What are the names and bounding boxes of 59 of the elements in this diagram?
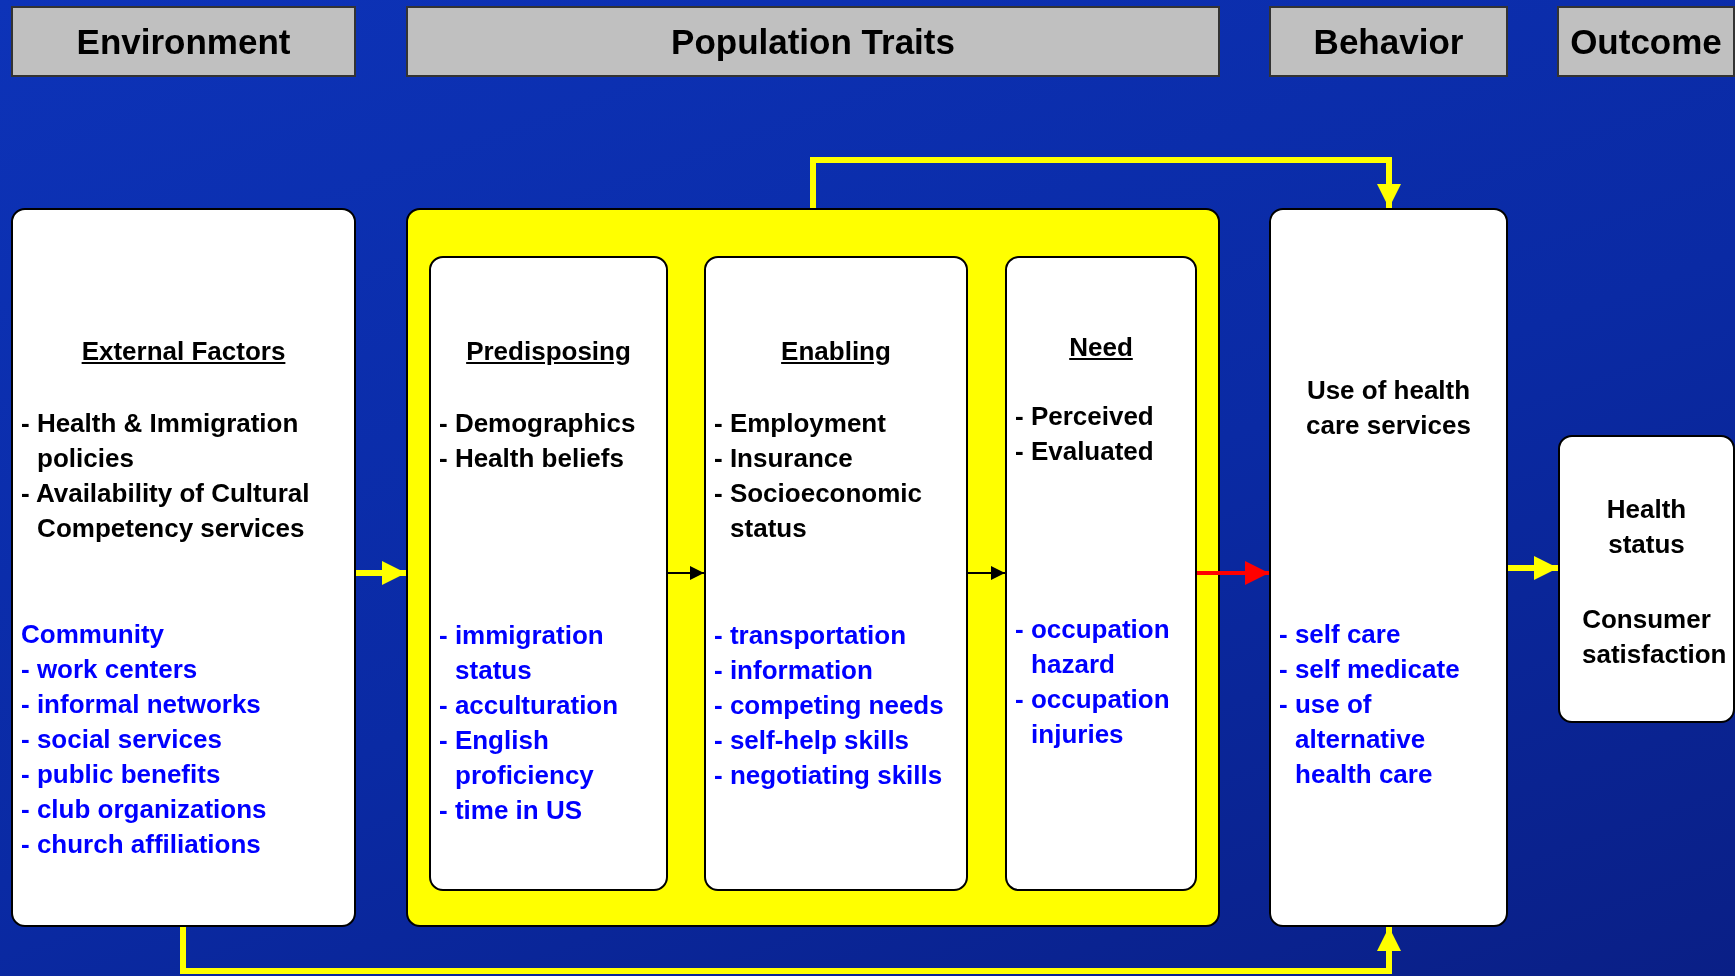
arrow bbox=[1508, 556, 1558, 580]
list-item: - immigration status bbox=[439, 619, 605, 687]
group-panel bbox=[406, 208, 1220, 927]
category-box bbox=[1558, 435, 1735, 723]
category-box bbox=[1005, 256, 1197, 891]
list-item: - time in US bbox=[439, 794, 583, 827]
box-text: Use of health care services bbox=[1305, 374, 1472, 442]
list-item: - work centers bbox=[21, 653, 199, 686]
arrow bbox=[967, 566, 1006, 580]
list-item: Community bbox=[21, 618, 165, 651]
list-item: - church affiliations bbox=[21, 828, 262, 861]
box-heading: External Factors bbox=[80, 335, 287, 368]
list-item: - acculturation bbox=[439, 689, 620, 722]
list-item: - occupation injuries bbox=[1015, 683, 1171, 751]
header-label: Behavior bbox=[1313, 21, 1464, 62]
list-item: - English proficiency bbox=[439, 724, 595, 792]
list-item: - Evaluated bbox=[1015, 435, 1155, 468]
arrow bbox=[356, 561, 406, 585]
column-header bbox=[1269, 6, 1508, 77]
box-text: Consumer satisfaction bbox=[1581, 603, 1728, 671]
list-item: - Employment bbox=[714, 407, 887, 440]
category-box bbox=[704, 256, 968, 891]
list-item: - self medicate bbox=[1279, 653, 1461, 686]
category-box bbox=[1269, 208, 1508, 927]
arrow bbox=[180, 927, 1401, 974]
arrow bbox=[810, 157, 1401, 208]
list-item: - Health beliefs bbox=[439, 442, 625, 475]
list-item: - use of alternative health care bbox=[1279, 688, 1434, 791]
arrow bbox=[667, 566, 705, 580]
list-item: - Insurance bbox=[714, 442, 854, 475]
box-text: Health status bbox=[1605, 493, 1688, 561]
category-box bbox=[11, 208, 356, 927]
list-item: - Availability of Cultural Competency services bbox=[21, 477, 311, 545]
list-item: - Demographics bbox=[439, 407, 637, 440]
list-item: - club organizations bbox=[21, 793, 268, 826]
column-header bbox=[1557, 6, 1735, 77]
list-item: - social services bbox=[21, 723, 223, 756]
list-item: - public benefits bbox=[21, 758, 222, 791]
list-item: - self-help skills bbox=[714, 724, 911, 757]
box-heading: Predisposing bbox=[465, 335, 632, 368]
list-item: - negotiating skills bbox=[714, 759, 944, 792]
header-label: Outcome bbox=[1570, 21, 1722, 62]
arrow bbox=[1197, 561, 1269, 585]
list-item: - occupation hazard bbox=[1015, 613, 1171, 681]
box-heading: Enabling bbox=[780, 335, 892, 368]
header-label: Environment bbox=[76, 21, 291, 62]
list-item: - competing needs bbox=[714, 689, 945, 722]
list-item: - self care bbox=[1279, 618, 1402, 651]
column-header bbox=[11, 6, 356, 77]
list-item: - Socioeconomic status bbox=[714, 477, 924, 545]
box-heading: Need bbox=[1068, 331, 1134, 364]
list-item: - information bbox=[714, 654, 874, 687]
list-item: - Perceived bbox=[1015, 400, 1155, 433]
list-item: - Health & Immigration policies bbox=[21, 407, 300, 475]
column-header bbox=[406, 6, 1220, 77]
category-box bbox=[429, 256, 668, 891]
header-label: Population Traits bbox=[671, 21, 955, 62]
list-item: - informal networks bbox=[21, 688, 262, 721]
list-item: - transportation bbox=[714, 619, 908, 652]
